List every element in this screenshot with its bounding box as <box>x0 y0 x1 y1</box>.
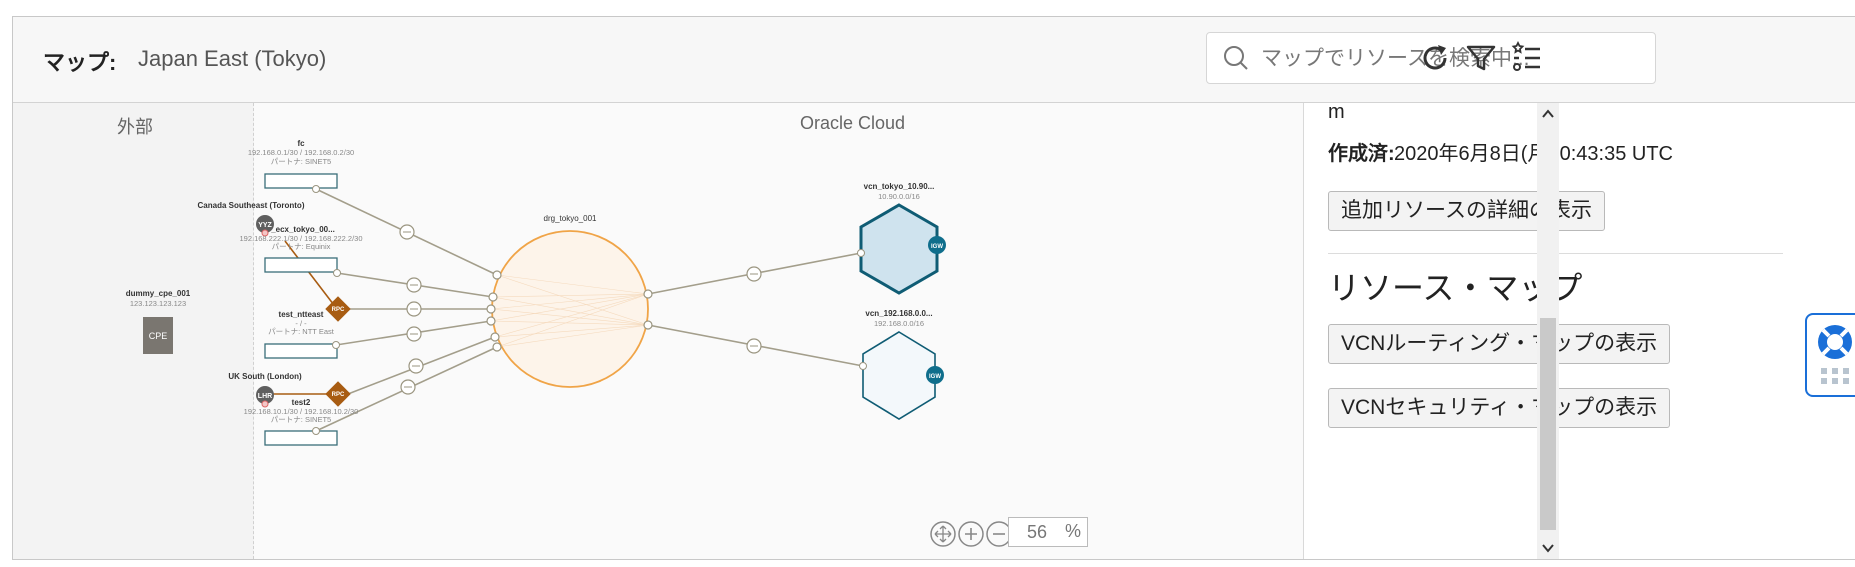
link-yyz-rpc <box>284 240 338 310</box>
lhr-region-node[interactable] <box>256 386 274 404</box>
search-icon <box>1224 46 1248 70</box>
rpc-node-2[interactable] <box>325 381 351 407</box>
test2-virtual-circuit[interactable] <box>264 430 338 446</box>
test2-partner: パートナ: SINET5 <box>271 415 331 424</box>
test2-ips: 192.168.10.1/30 / 192.168.10.2/30 <box>244 407 359 416</box>
refresh-icon[interactable] <box>1413 36 1457 80</box>
drg-name: drg_tokyo_001 <box>544 214 597 223</box>
fc-virtual-circuit[interactable] <box>264 173 338 189</box>
details-side-panel: m 作成済: 2020年6月8日(月) 0:43:35 UTC 追加リソースの詳… <box>1303 103 1855 559</box>
ecx-virtual-circuit[interactable] <box>264 257 338 273</box>
rpc-label-2: RPC <box>332 392 345 398</box>
lifebuoy-icon <box>1818 325 1852 384</box>
drg-node[interactable] <box>491 230 649 388</box>
region-london: UK South (London) <box>228 372 302 381</box>
vcn-routing-map-button[interactable]: VCNルーティング・マップの表示 <box>1328 324 1671 364</box>
lhr-badge: LHR <box>258 393 272 400</box>
external-column <box>13 103 254 559</box>
ntt-name: test_ntteast <box>279 310 324 319</box>
cpe-name: dummy_cpe_001 <box>126 289 191 298</box>
show-additional-details-button[interactable]: 追加リソースの詳細の表示 <box>1328 191 1605 231</box>
fc-name: fc <box>297 139 305 148</box>
ntt-virtual-circuit[interactable] <box>264 343 338 359</box>
region-toronto: Canada Southeast (Toronto) <box>198 201 305 210</box>
igw-node-2[interactable] <box>926 366 944 384</box>
vcn2-node[interactable] <box>862 331 936 420</box>
truncated-text: m <box>1328 103 1345 123</box>
pan-icon[interactable] <box>928 519 958 549</box>
zoom-unit: % <box>1065 521 1082 541</box>
zoom-level-box[interactable]: % <box>1008 517 1088 547</box>
filter-icon[interactable] <box>1459 36 1503 80</box>
vcn1-cidr: 10.90.0.0/16 <box>878 192 920 201</box>
yyz-region-node[interactable] <box>256 215 274 233</box>
test2-name: test2 <box>292 398 311 407</box>
scroll-up-icon[interactable] <box>1537 103 1559 125</box>
rpc-label-1: RPC <box>332 307 345 313</box>
cpe-node[interactable] <box>143 317 173 354</box>
vcn2-name: vcn_192.168.0.0... <box>865 309 932 318</box>
ecx-ips: 192.168.222.1/30 / 192.168.222.2/30 <box>239 234 362 243</box>
rpc-node-1[interactable] <box>325 296 351 322</box>
igw-label-1: IGW <box>931 244 943 250</box>
search-input[interactable] <box>1259 41 1643 77</box>
zoom-in-icon[interactable] <box>956 519 986 549</box>
help-widget[interactable] <box>1805 313 1855 397</box>
ntt-ips: - / - <box>295 319 307 328</box>
igw-label-2: IGW <box>929 374 941 380</box>
list-settings-icon[interactable] <box>1505 36 1549 80</box>
vcn1-node[interactable] <box>859 203 939 295</box>
link-icon <box>399 224 762 395</box>
zoom-level-input[interactable] <box>1015 521 1059 544</box>
fc-ips: 192.168.0.1/30 / 192.168.0.2/30 <box>248 148 354 157</box>
vcn1-name: vcn_tokyo_10.90... <box>864 182 935 191</box>
region-name: Japan East (Tokyo) <box>138 46 327 71</box>
created-label: 作成済: <box>1328 143 1395 165</box>
side-panel-scrollbar[interactable] <box>1537 103 1559 559</box>
fc-partner: パートナ: SINET5 <box>271 157 331 166</box>
topology-canvas[interactable]: 外部 Oracle Cloud <box>13 103 1303 559</box>
vcn-security-map-button[interactable]: VCNセキュリティ・マップの表示 <box>1328 388 1671 428</box>
ecx-name: _ecx_tokyo_00... <box>270 225 335 234</box>
scroll-down-icon[interactable] <box>1537 537 1559 559</box>
ecx-partner: パートナ: Equinix <box>272 242 331 251</box>
igw-node-1[interactable] <box>928 236 946 254</box>
map-header: マップ: Japan East (Tokyo) <box>13 17 1855 103</box>
oracle-cloud-title: Oracle Cloud <box>800 113 906 133</box>
external-title: 外部 <box>117 117 153 137</box>
ntt-partner: パートナ: NTT East <box>268 327 335 336</box>
resource-map-panel: マップ: Japan East (Tokyo) 外部 Oracl <box>12 16 1855 560</box>
yyz-badge: YYZ <box>258 222 272 229</box>
cpe-badge: CPE <box>149 331 168 341</box>
search-box[interactable] <box>1206 32 1656 84</box>
scrollbar-thumb[interactable] <box>1540 318 1556 530</box>
map-label: マップ: <box>43 50 117 75</box>
created-value: 2020年6月8日(月) 0:43:35 UTC <box>1394 143 1674 165</box>
vcn2-cidr: 192.168.0.0/16 <box>874 319 924 328</box>
cpe-ip: 123.123.123.123 <box>130 299 186 308</box>
topology-diagram: drg_tokyo_001 dummy_cpe_001 123.123.123.… <box>126 139 946 446</box>
